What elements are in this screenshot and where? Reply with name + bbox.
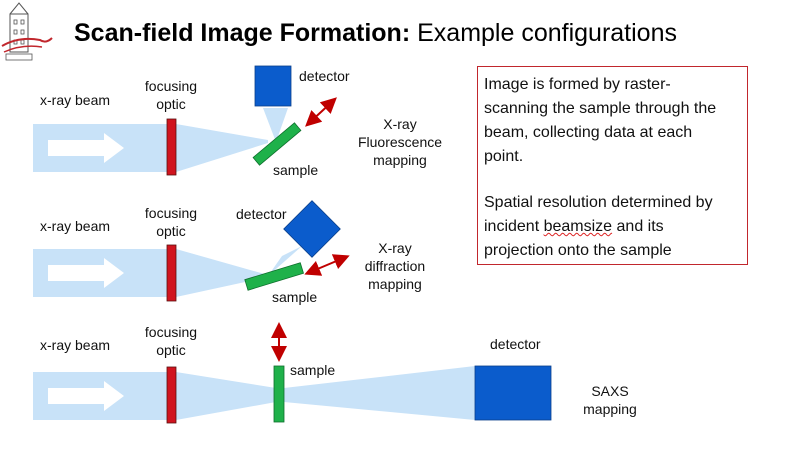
sample-2 (244, 262, 304, 291)
sample-3 (273, 365, 285, 423)
slide-title: Scan-field Image Formation: Example conf… (74, 18, 677, 48)
detector-1 (254, 65, 292, 107)
explanation-box: Image is formed by raster- scanning the … (477, 66, 748, 265)
config-2-line3: mapping (368, 276, 422, 292)
note-line: incident beamsize and its (484, 215, 741, 239)
focusing-label-3: focusing (144, 324, 198, 340)
title-rest: Example configurations (410, 19, 677, 47)
double-arrow-icon (305, 97, 337, 127)
double-arrow-icon (304, 254, 350, 276)
focusing-optic-1 (166, 118, 177, 176)
note-line: point. (484, 148, 524, 165)
right-arrow-icon (48, 258, 124, 288)
config-1-line3: mapping (373, 152, 427, 168)
focusing-optic-3 (166, 366, 177, 424)
spellcheck-word: beamsize (543, 218, 613, 235)
focusing-label-1: focusing (144, 78, 198, 94)
row-diffraction (33, 200, 350, 302)
detector-2 (283, 200, 341, 258)
right-arrow-icon (48, 133, 124, 163)
right-arrow-icon (48, 381, 124, 411)
row-saxs (33, 322, 552, 424)
title-bold: Scan-field Image Formation: (74, 19, 411, 47)
tower-logo-icon (1, 2, 53, 61)
note-text: incident (484, 218, 544, 235)
detector-3 (474, 365, 552, 421)
scatter-cone (284, 366, 475, 420)
xray-beam-label-1: x-ray beam (40, 92, 111, 108)
xray-beam-label-3: x-ray beam (40, 337, 111, 353)
config-2-line2: diffraction (364, 258, 426, 274)
detector-label-3: detector (490, 336, 541, 352)
config-2-line1: X-ray (378, 240, 412, 256)
focusing-optic-2 (166, 244, 177, 302)
optic-label-3: optic (156, 342, 186, 358)
optic-label-2: optic (156, 223, 186, 239)
note-line: projection onto the sample (484, 242, 672, 259)
note-line: Image is formed by raster- (484, 76, 671, 93)
sample-label-1: sample (273, 162, 319, 178)
diffraction-cone (268, 246, 302, 276)
note-line: beam, collecting data at each (484, 124, 693, 141)
detector-label-1: detector (299, 68, 350, 84)
detector-label-2: detector (236, 206, 287, 222)
sample-1 (252, 122, 302, 166)
note-line: Spatial resolution determined by (484, 194, 713, 211)
config-3-line2: mapping (583, 401, 637, 417)
paragraph-gap (484, 169, 741, 191)
note-line: scanning the sample through the (484, 100, 717, 117)
optic-label-1: optic (156, 96, 186, 112)
row-fluorescence (33, 65, 337, 176)
beam-focus-3 (176, 372, 276, 420)
config-1-line2: Fluorescence (357, 134, 443, 150)
config-1-line1: X-ray (383, 116, 417, 132)
xray-beam-label-2: x-ray beam (40, 218, 111, 234)
focusing-label-2: focusing (144, 205, 198, 221)
sample-label-3: sample (290, 362, 336, 378)
emission-cone-1 (263, 108, 288, 142)
beam-focus-1 (176, 124, 268, 172)
config-3-line1: SAXS (591, 383, 629, 399)
sample-label-2: sample (272, 289, 318, 305)
beam-focus-2 (176, 249, 268, 297)
note-text: and its (612, 218, 664, 235)
